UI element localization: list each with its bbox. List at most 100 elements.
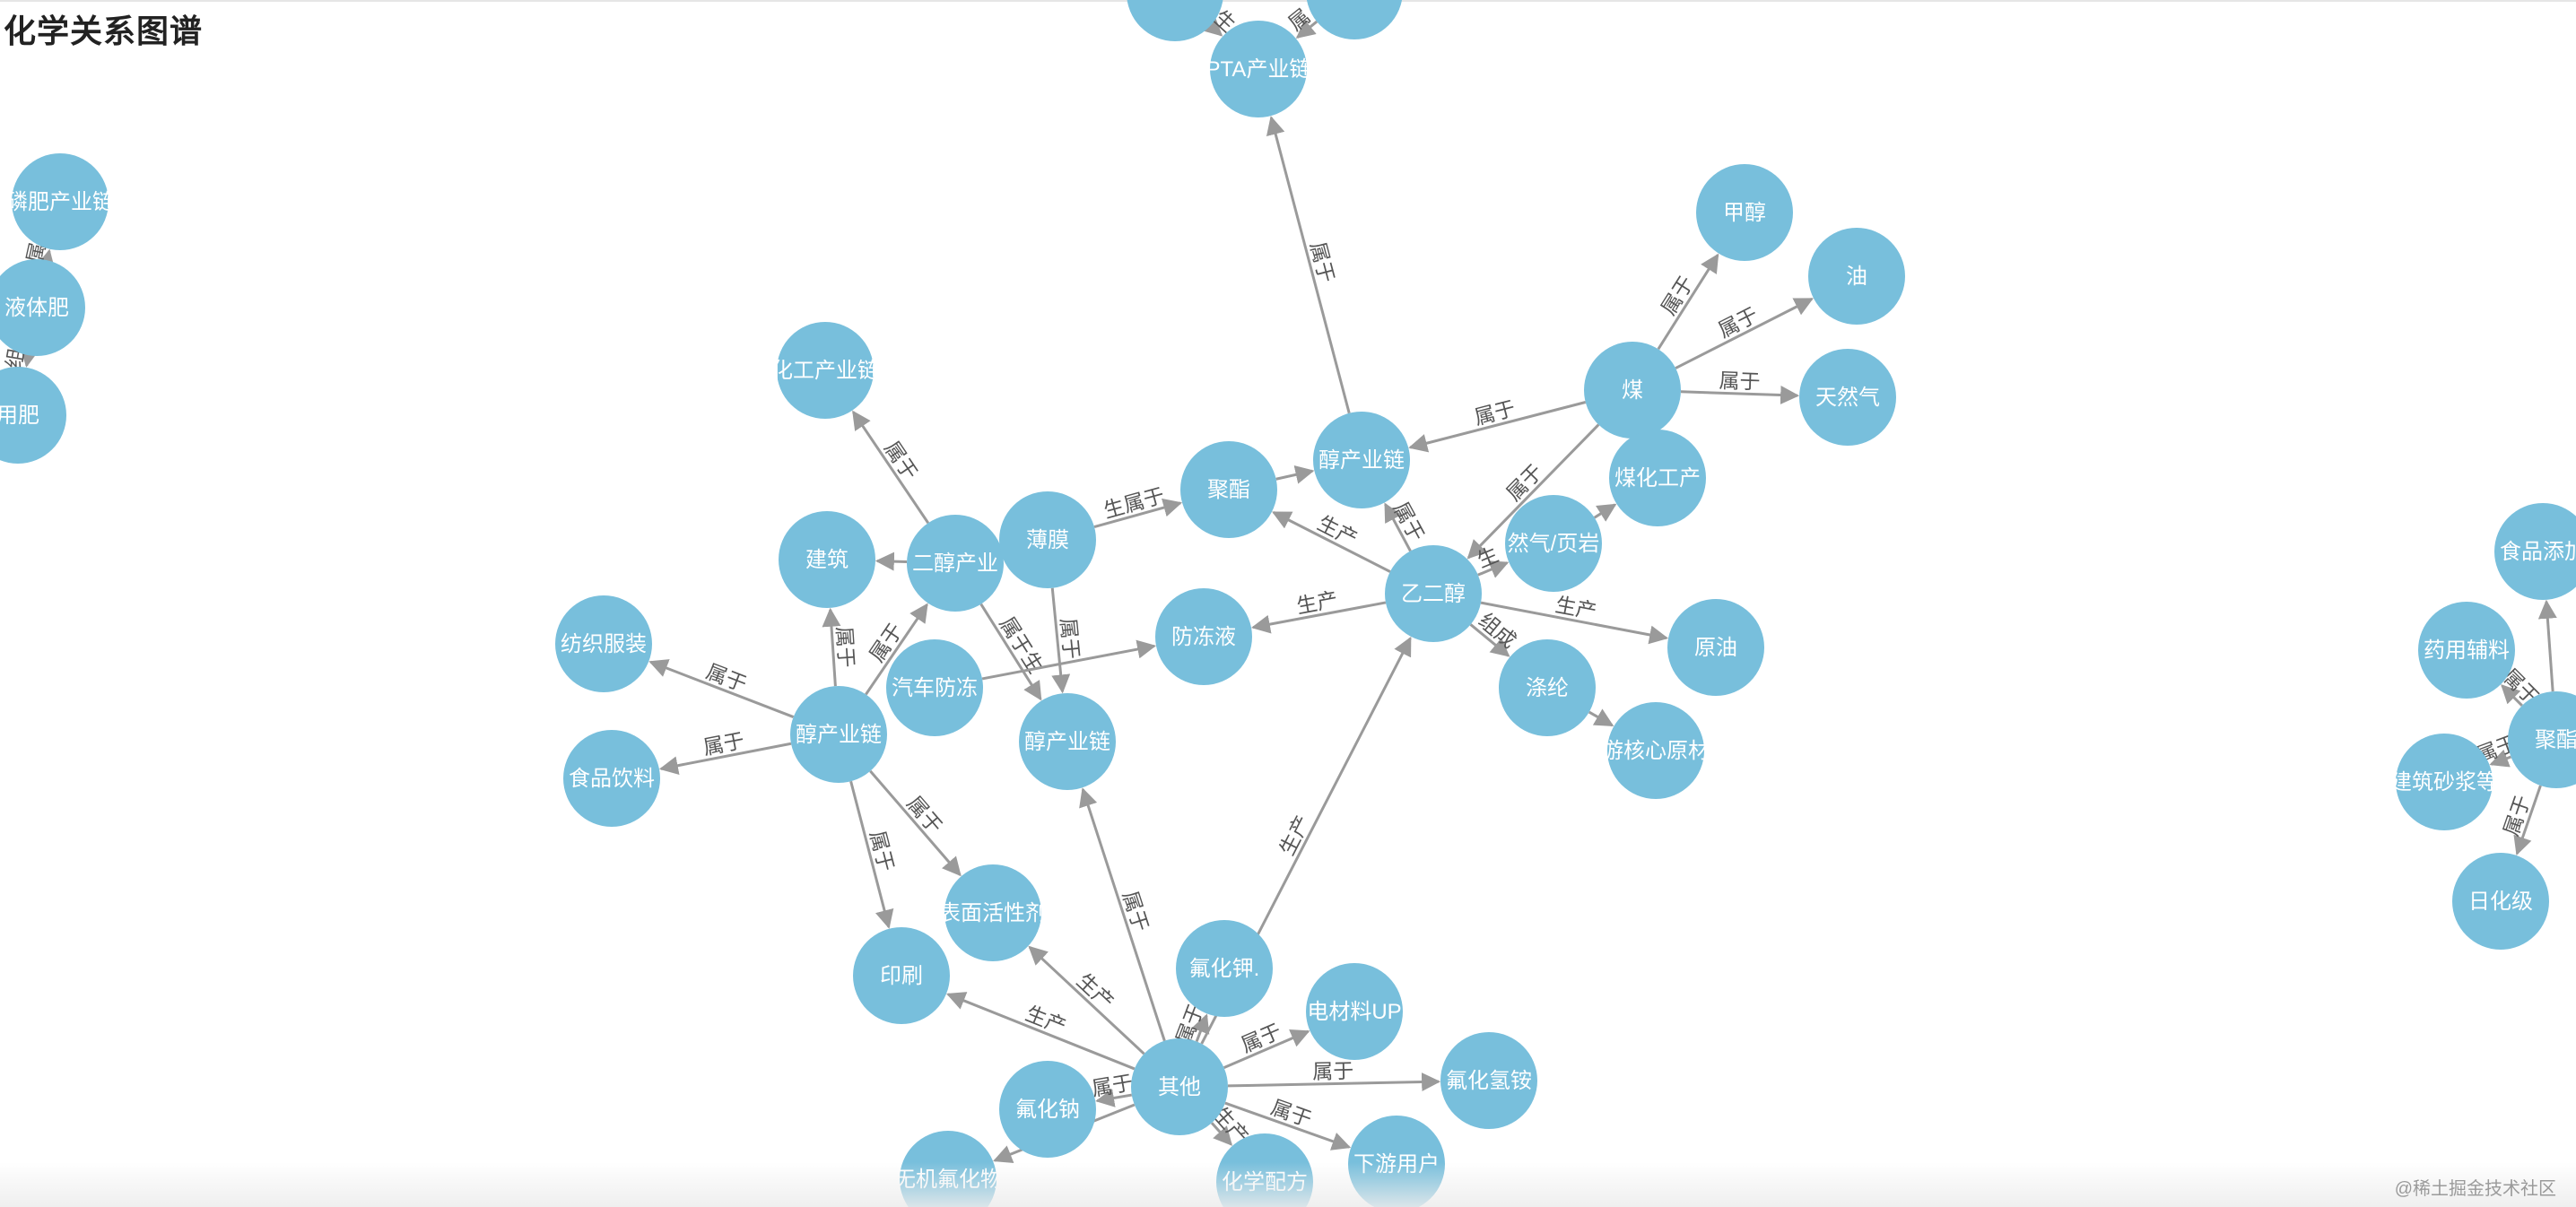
graph-node-ddcl[interactable]: 电材料UP [1306,963,1403,1060]
node-circle[interactable] [1607,702,1704,799]
node-label: 然气/页岩 [1508,532,1600,556]
node-circle[interactable] [886,639,983,736]
graph-node-jfcl[interactable]: 醇产业链 [1313,412,1410,508]
node-circle[interactable] [2494,503,2576,600]
graph-node-wjfh[interactable]: 无机氟化物 [894,1131,1002,1207]
node-circle[interactable] [2418,602,2515,699]
graph-node-erchuncl[interactable]: 二醇产业 [907,515,1004,612]
graph-node-meihg[interactable]: 煤化工产 [1609,430,1706,526]
graph-node-fhn[interactable]: 氟化钠 [999,1061,1096,1158]
node-circle[interactable] [1210,21,1307,117]
node-circle[interactable] [1019,693,1116,790]
node-circle[interactable] [1313,412,1410,508]
node-circle[interactable] [2452,853,2549,950]
graph-node-tianranqi[interactable]: 天然气 [1799,349,1896,446]
node-circle[interactable] [853,927,950,1024]
node-circle[interactable] [0,367,66,464]
graph-node-tryym[interactable]: 然气/页岩 [1505,495,1602,592]
edge-yierchun-juzhi [1272,511,1391,573]
graph-node-yetifei[interactable]: 液体肥 [0,259,85,356]
node-circle[interactable] [1584,342,1681,439]
node-circle[interactable] [1306,963,1403,1060]
graph-node-yongfei[interactable]: 用肥 [0,367,66,464]
graph-node-rhj[interactable]: 日化级 [2452,853,2549,950]
graph-node-fangzhi[interactable]: 纺织服装 [555,595,652,692]
node-circle[interactable] [1808,228,1905,325]
node-circle[interactable] [779,511,875,608]
top-divider [0,0,2576,2]
graph-node-fhj[interactable]: 氟化钾. [1176,920,1273,1017]
node-circle[interactable] [555,595,652,692]
graph-node-fhqa[interactable]: 氟化氢铵 [1440,1032,1537,1129]
graph-node-bomo[interactable]: 薄膜 [999,491,1096,588]
node-circle[interactable] [944,864,1041,961]
node-circle[interactable] [1799,349,1896,446]
node-circle[interactable] [1505,495,1602,592]
graph-node-pta[interactable]: PTA产业链 [1206,21,1311,117]
graph-node-chuncl2[interactable]: 醇产业链 [1019,693,1116,790]
node-label: 原油 [1694,636,1737,660]
graph-node-juzhi[interactable]: 聚酯 [1180,441,1277,538]
node-circle[interactable] [999,1061,1096,1158]
node-circle[interactable] [1155,588,1252,685]
node-circle[interactable] [999,491,1096,588]
node-circle[interactable] [1180,441,1277,538]
graph-node-juzhi2[interactable]: 聚酯 [2508,691,2576,788]
graph-node-lfcl[interactable]: 磷肥产业链 [6,153,114,250]
node-circle[interactable] [12,153,109,250]
graph-node-chuncl[interactable]: 醇产业链 [790,686,887,783]
node-circle[interactable] [1127,0,1223,41]
edge-tryym-meihg [1593,503,1617,522]
node-circle[interactable] [563,730,660,827]
node-label: 二醇产业 [912,551,998,576]
graph-node-jianzhu[interactable]: 建筑 [779,511,875,608]
node-circle[interactable] [1176,920,1273,1017]
node-circle[interactable] [1131,1038,1228,1135]
graph-node-top_b[interactable] [1306,0,1403,39]
node-circle[interactable] [1440,1032,1537,1129]
node-circle[interactable] [2396,734,2493,830]
graph-node-jiamu[interactable]: 甲醇 [1696,164,1793,261]
node-circle[interactable] [1696,164,1793,261]
node-circle[interactable] [0,259,85,356]
graph-node-hxyc[interactable]: 游核心原材 [1602,702,1710,799]
node-circle[interactable] [907,515,1004,612]
node-circle[interactable] [1609,430,1706,526]
node-circle[interactable] [777,322,874,419]
edge-mei-yierchun [1466,423,1600,560]
edge-qita-xyyh [1224,1101,1352,1151]
node-circle[interactable] [1306,0,1403,39]
node-circle[interactable] [1667,599,1764,696]
graph-node-bmhx[interactable]: 表面活性剂 [939,864,1047,961]
node-label: 煤化工产 [1614,466,1701,491]
graph-node-hgcl[interactable]: 化工产业链 [771,322,879,419]
graph-node-top_a[interactable] [1127,0,1223,41]
node-label: 表面活性剂 [939,901,1047,925]
node-label: 液体肥 [4,296,69,320]
graph-node-fangdong[interactable]: 防冻液 [1155,588,1252,685]
edge-yierchun-dilun [1469,623,1510,657]
graph-node-qcfd[interactable]: 汽车防冻 [886,639,983,736]
graph-node-you[interactable]: 油 [1808,228,1905,325]
node-label: PTA产业链 [1206,57,1311,82]
graph-node-qita[interactable]: 其他 [1131,1038,1228,1135]
node-circle[interactable] [2508,691,2576,788]
edge-chuncl-bmhx [869,769,962,877]
node-circle[interactable] [1499,639,1596,736]
graph-node-yinshua[interactable]: 印刷 [853,927,950,1024]
node-circle[interactable] [790,686,887,783]
graph-node-mei[interactable]: 煤 [1584,342,1681,439]
node-label: 聚酯 [1207,478,1250,502]
graph-node-yyfl[interactable]: 药用辅料 [2418,602,2515,699]
graph-node-yierchun[interactable]: 乙二醇 [1385,545,1482,642]
graph-node-sptj[interactable]: 食品添加 [2494,503,2576,600]
graph-node-jsjz[interactable]: 建筑砂浆等 [2390,734,2498,830]
graph-node-dilun[interactable]: 涤纶 [1499,639,1596,736]
graph-node-xyyh[interactable]: 下游用户 [1348,1116,1445,1207]
node-circle[interactable] [1385,545,1482,642]
graph-node-spyl[interactable]: 食品饮料 [563,730,660,827]
graph-node-yuanyou[interactable]: 原油 [1667,599,1764,696]
node-label: 磷肥产业链 [6,190,114,214]
edge-juzhi2-yyfl [2501,684,2523,707]
